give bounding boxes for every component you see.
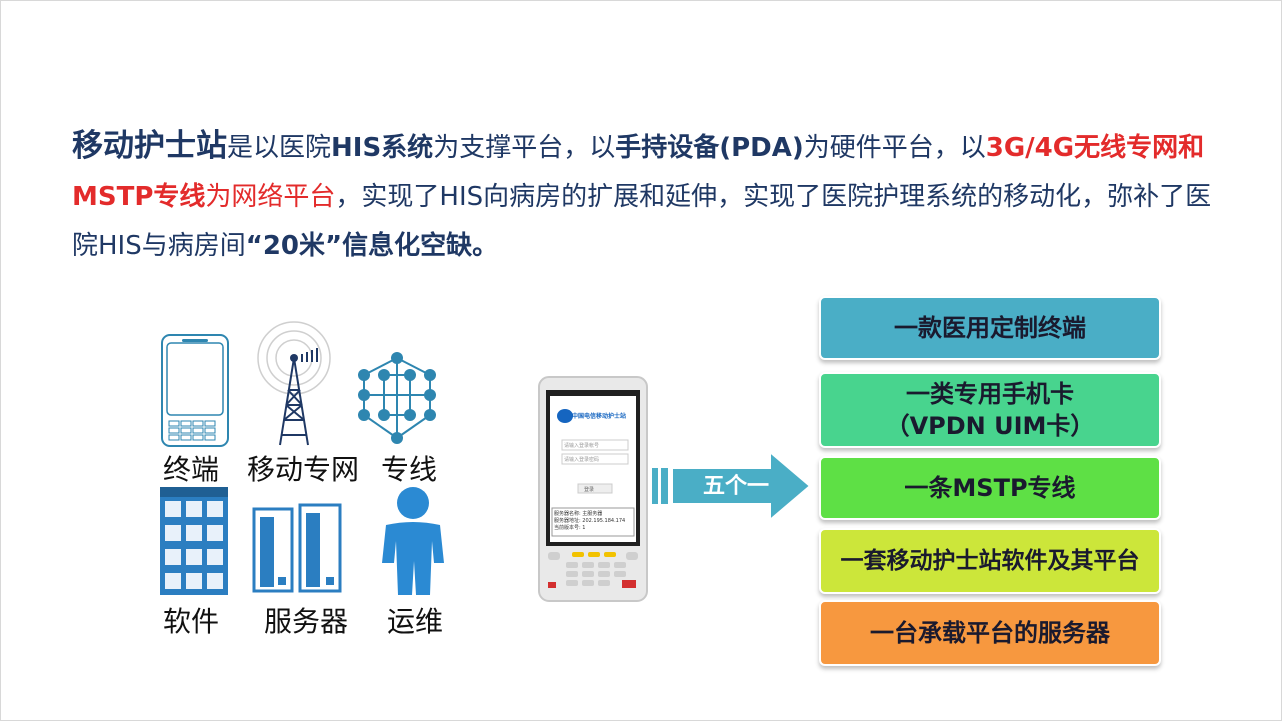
- tower-icon: [257, 321, 331, 446]
- icon-label-terminal: 终端: [163, 453, 220, 486]
- intro-text: 为硬件平台，以: [803, 133, 986, 163]
- intro-gap-term: “20米”信息化空缺。: [245, 231, 499, 261]
- pda-device: [538, 376, 648, 602]
- icon-label-operations: 运维: [387, 605, 444, 638]
- arrow-shape: [652, 452, 812, 523]
- pda-info-server-name: 服务器名称: 主服务器: [554, 511, 603, 517]
- intro-title-term: 移动护士站: [72, 128, 227, 164]
- person-icon: [382, 487, 444, 595]
- pda-password-field[interactable]: 请输入登录密码: [564, 457, 600, 463]
- icon-label-mobile-network: 移动专网: [247, 453, 360, 486]
- intro-text: 为支撑平台，以: [433, 133, 616, 163]
- item-software-text: 一套移动护士站软件及其平台: [840, 548, 1140, 574]
- pda-username-field[interactable]: 请输入登录帐号: [564, 443, 600, 449]
- item-sim-card-text: 一类专用手机卡 （VPDN UIM卡）: [885, 380, 1095, 440]
- intro-his-term: HIS系统: [331, 133, 434, 163]
- item-software: 一套移动护士站软件及其平台: [819, 528, 1161, 594]
- intro-network-platform: 为网络平台: [205, 182, 336, 212]
- item-mstp-line-text: 一条MSTP专线: [904, 474, 1076, 502]
- pda-screen-title: 中国电信移动护士站: [572, 413, 627, 420]
- intro-paragraph: 移动护士站是以医院HIS系统为支撑平台，以手持设备(PDA)为硬件平台，以3G/…: [72, 122, 1222, 271]
- icon-label-server: 服务器: [264, 605, 349, 638]
- item-terminal-text: 一款医用定制终端: [894, 314, 1086, 342]
- item-server: 一台承载平台的服务器: [819, 600, 1161, 666]
- network-icon: [358, 352, 436, 444]
- intro-network-term: 3G/4G无线专网和MSTP专线: [72, 133, 1205, 212]
- icon-label-leased-line: 专线: [381, 453, 438, 486]
- intro-text: ，实现了HIS向病房的扩展和延伸，实现了医院护理系统的移动化，弥补了医院HIS与…: [72, 182, 1212, 261]
- app-icon: [160, 487, 228, 595]
- item-sim-card: 一类专用手机卡 （VPDN UIM卡）: [819, 372, 1161, 448]
- arrow-label: 五个一: [702, 474, 769, 499]
- server-icon: [252, 503, 342, 593]
- pda-login-button[interactable]: 登录: [584, 487, 595, 493]
- intro-pda-term: 手持设备(PDA): [615, 133, 804, 163]
- item-mstp-line: 一条MSTP专线: [819, 456, 1161, 520]
- intro-text: 是以医院: [227, 133, 332, 163]
- pda-info-server-address: 服务器地址: 202.195.184.174: [554, 518, 626, 524]
- phone-icon: [161, 334, 229, 447]
- item-terminal: 一款医用定制终端: [819, 296, 1161, 360]
- icon-label-software: 软件: [163, 605, 220, 638]
- pda-info-version: 当前版本号: 1: [554, 525, 586, 531]
- item-server-text: 一台承载平台的服务器: [870, 619, 1110, 647]
